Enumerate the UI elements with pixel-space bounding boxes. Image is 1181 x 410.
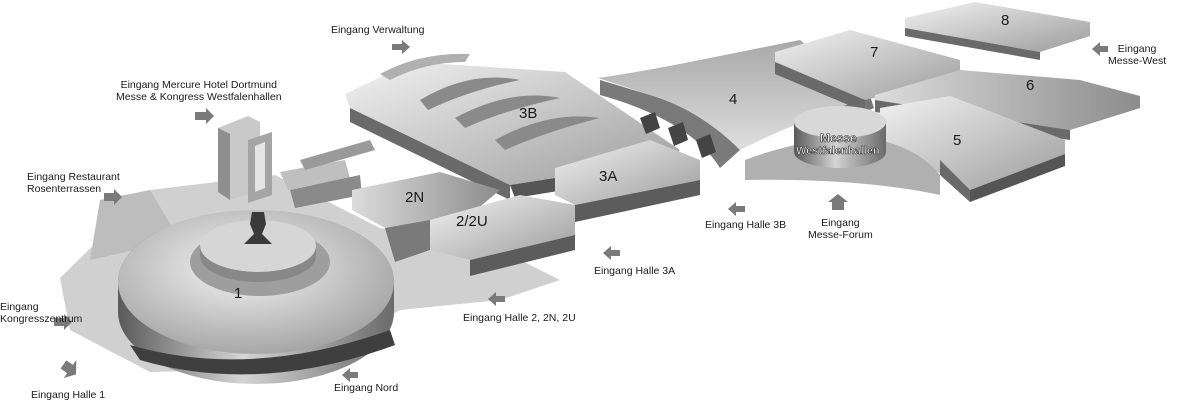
arrow-west	[1092, 42, 1108, 56]
arrow-halle3b	[728, 202, 745, 216]
label-west-line1: Eingang	[1117, 43, 1157, 55]
hall-8-label: 8	[1001, 12, 1009, 29]
rotunda-sign-line1: Messe	[820, 131, 857, 145]
hall-1-label: 1	[234, 285, 242, 302]
hall-2-2u-building	[385, 195, 575, 276]
label-eingang-restaurant: Eingang Restaurant Rosenterrassen	[27, 171, 120, 195]
hall-4-label: 4	[729, 91, 737, 108]
mercure-hotel-building	[218, 116, 272, 203]
hall-1-building	[118, 210, 395, 384]
label-eingang-halle-1: Eingang Halle 1	[31, 389, 106, 401]
hall-3b-label: 3B	[519, 105, 537, 122]
label-mercure-line2: Messe & Kongress Westfalenhallen	[116, 91, 282, 103]
hall-3a-building	[555, 140, 700, 222]
label-eingang-halle-2: Eingang Halle 2, 2N, 2U	[463, 312, 576, 324]
arrow-restaurant	[104, 189, 122, 205]
arrow-halle3a	[603, 246, 620, 260]
hall-7-building	[775, 30, 960, 112]
hall-5-building	[880, 96, 1065, 202]
label-eingang-messe-forum: Eingang Messe-Forum	[808, 217, 873, 241]
arrow-halle2	[488, 292, 505, 306]
arrow-mercure	[195, 108, 214, 124]
rotunda-sign-line2: Westfalenhallen	[796, 145, 880, 157]
label-eingang-nord: Eingang Nord	[334, 382, 399, 394]
arrow-forum	[828, 194, 848, 210]
hall-2n-label: 2N	[405, 189, 424, 206]
entrance-arrows	[54, 40, 1108, 382]
label-kongress-line2: Kongresszentrum	[0, 313, 83, 325]
label-eingang-halle-3a: Eingang Halle 3A	[594, 265, 676, 277]
label-mercure-line1: Eingang Mercure Hotel Dortmund	[120, 79, 277, 91]
label-eingang-messe-west: Eingang Messe-West	[1108, 43, 1166, 67]
label-eingang-verwaltung: Eingang Verwaltung	[331, 24, 425, 36]
hall-2-2u-label: 2/2U	[456, 213, 488, 230]
hall-6-label: 6	[1026, 77, 1034, 94]
arrow-verwaltung	[392, 40, 410, 54]
hall-7-label: 7	[870, 44, 878, 61]
hall-5-label: 5	[953, 132, 961, 149]
arrow-nord	[342, 368, 358, 382]
label-west-line2: Messe-West	[1108, 55, 1167, 67]
hall-3a-label: 3A	[599, 168, 617, 185]
hall-8-building	[905, 2, 1090, 60]
label-restaurant-line1: Eingang Restaurant	[27, 171, 120, 183]
label-eingang-halle-3b: Eingang Halle 3B	[705, 219, 787, 231]
hall-3b-building	[345, 53, 680, 200]
arrow-kongress	[54, 314, 72, 330]
label-eingang-kongress: Eingang Kongresszentrum	[0, 301, 82, 325]
westfalenhallen-logo	[244, 212, 272, 244]
label-kongress-line1: Eingang	[0, 301, 39, 313]
corridors	[280, 140, 375, 208]
label-eingang-mercure: Eingang Mercure Hotel Dortmund Messe & K…	[116, 79, 282, 103]
label-forum-line1: Eingang	[821, 217, 860, 229]
arrow-halle1	[60, 359, 77, 379]
label-restaurant-line2: Rosenterrassen	[27, 183, 102, 195]
label-forum-line2: Messe-Forum	[808, 229, 873, 241]
rotunda-sign: Messe Westfalenhallen	[796, 131, 880, 158]
rotunda-building	[794, 106, 886, 168]
